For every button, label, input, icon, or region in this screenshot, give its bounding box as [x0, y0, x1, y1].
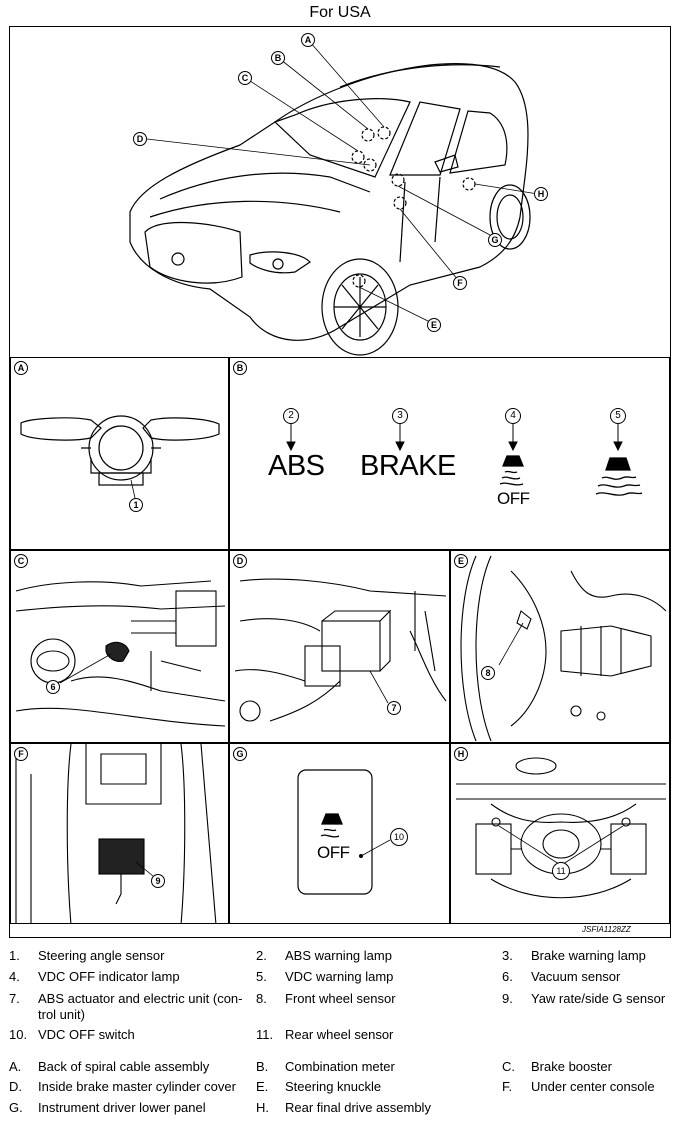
legend-key: 5. [256, 969, 267, 984]
legend-key: B. [256, 1059, 269, 1074]
legend-key: F. [502, 1079, 513, 1094]
legend-key: 2. [256, 948, 267, 963]
lamp-callout-2: 2 [283, 408, 299, 424]
panel-a-spiral-cable: A 1 [10, 357, 229, 550]
panel-h-letter: H [454, 747, 468, 761]
legend-key: E. [256, 1079, 269, 1094]
legend-value: Under center console [531, 1079, 655, 1094]
vdc-off-lamp-text: OFF [497, 489, 530, 508]
vdc-warning-lamp-icon [595, 457, 643, 496]
figure-code: JSFIA1128ZZ [582, 925, 631, 934]
overview-callout-a: A [301, 33, 315, 47]
legend-key: 4. [9, 969, 20, 984]
legend-key: 6. [502, 969, 513, 984]
legend-value: Combination meter [285, 1059, 395, 1074]
legend-value: Vacuum sensor [531, 969, 621, 984]
legend-key: 11. [256, 1027, 274, 1042]
legend-key: A. [9, 1059, 22, 1074]
legend-key: 8. [256, 991, 267, 1006]
legend-value: ABS actuator and electric unit (con- [38, 991, 243, 1006]
panel-b-combination-meter: B 2 3 4 5 ABS BRAKE OFF [229, 357, 670, 550]
overview-callout-g: G [488, 233, 502, 247]
vehicle-illustration [129, 41, 539, 356]
legend-key: 1. [9, 948, 20, 963]
legend-key: G. [9, 1100, 23, 1115]
vdc-off-lamp-icon [499, 455, 524, 486]
panel-g-callout: 10 [390, 828, 408, 846]
vdc-off-switch-drawing [297, 769, 391, 895]
legend-value: Brake booster [531, 1059, 612, 1074]
panel-g-vdc-off-switch: G OFF 10 [229, 743, 450, 924]
panel-b-letter: B [233, 361, 247, 375]
diagram-frame [9, 26, 671, 938]
vdc-off-switch-icon [320, 813, 343, 838]
spiral-cable-drawing [20, 415, 220, 499]
legend-value: Yaw rate/side G sensor [531, 991, 666, 1006]
overview-callout-f: F [453, 276, 467, 290]
legend-value: Front wheel sensor [285, 991, 396, 1006]
overview-callout-e: E [427, 318, 441, 332]
legend-value: VDC OFF switch [38, 1027, 135, 1042]
panel-g-letter: G [233, 747, 247, 761]
panel-h-rear-final-drive: H 11 [450, 743, 670, 924]
panel-c-callout: 6 [46, 680, 60, 694]
panel-f-letter: F [14, 747, 28, 761]
legend-value: VDC OFF indicator lamp [38, 969, 180, 984]
lamp-callout-5: 5 [610, 408, 626, 424]
panel-h-callout: 11 [552, 862, 570, 880]
brake-lamp-text: BRAKE [360, 450, 456, 482]
panel-f-callout: 9 [151, 874, 165, 888]
abs-lamp-text: ABS [268, 450, 325, 482]
center-console-drawing [15, 744, 217, 923]
legend-value: ABS warning lamp [285, 948, 392, 963]
panel-d-letter: D [233, 554, 247, 568]
overview-callout-h: H [534, 187, 548, 201]
abs-actuator-drawing [234, 578, 447, 722]
steering-knuckle-drawing [460, 555, 667, 742]
legend-key: H. [256, 1100, 269, 1115]
panel-c-brake-booster: C 6 [10, 550, 229, 743]
panel-e-letter: E [454, 554, 468, 568]
panel-d-callout: 7 [387, 701, 401, 715]
vdc-off-switch-text: OFF [317, 843, 350, 862]
legend-key: 10. [9, 1027, 28, 1042]
overview-callout-d: D [133, 132, 147, 146]
vehicle-overview: A B C D E F G H [10, 27, 670, 357]
legend-value: Back of spiral cable assembly [38, 1059, 210, 1074]
panel-a-callout: 1 [129, 498, 143, 512]
legend-value: Steering knuckle [285, 1079, 382, 1094]
brake-booster-drawing [15, 580, 226, 727]
panel-d-abs-actuator: D 7 [229, 550, 450, 743]
panel-f-center-console: F 9 [10, 743, 229, 924]
panel-e-callout: 8 [481, 666, 495, 680]
legend-key: 3. [502, 948, 513, 963]
panel-c-letter: C [14, 554, 28, 568]
legend-value: Brake warning lamp [531, 948, 646, 963]
overview-callout-b: B [271, 51, 285, 65]
legend-value: VDC warning lamp [285, 969, 394, 984]
lamp-callout-3: 3 [392, 408, 408, 424]
page-title: For USA [309, 4, 371, 21]
legend-value: Inside brake master cylinder cover [38, 1079, 236, 1094]
legend-key: 9. [502, 991, 513, 1006]
legend-value: Rear wheel sensor [285, 1027, 394, 1042]
overview-callout-c: C [238, 71, 252, 85]
lamp-arrows [286, 424, 643, 496]
legend-value: Rear final drive assembly [285, 1100, 431, 1115]
legend-key: D. [9, 1079, 22, 1094]
rear-final-drive-drawing [456, 757, 666, 899]
legend-key: 7. [9, 991, 20, 1006]
panel-e-steering-knuckle: E 8 [450, 550, 670, 743]
panel-a-letter: A [14, 361, 28, 375]
legend-value-continued: trol unit) [38, 1007, 85, 1022]
legend-key: C. [502, 1059, 515, 1074]
legend-value: Instrument driver lower panel [38, 1100, 206, 1115]
legend-value: Steering angle sensor [38, 948, 165, 963]
legend-item-7: 7. ABS actuator and electric unit (con-tr… [9, 991, 249, 1023]
lamp-callout-4: 4 [505, 408, 521, 424]
